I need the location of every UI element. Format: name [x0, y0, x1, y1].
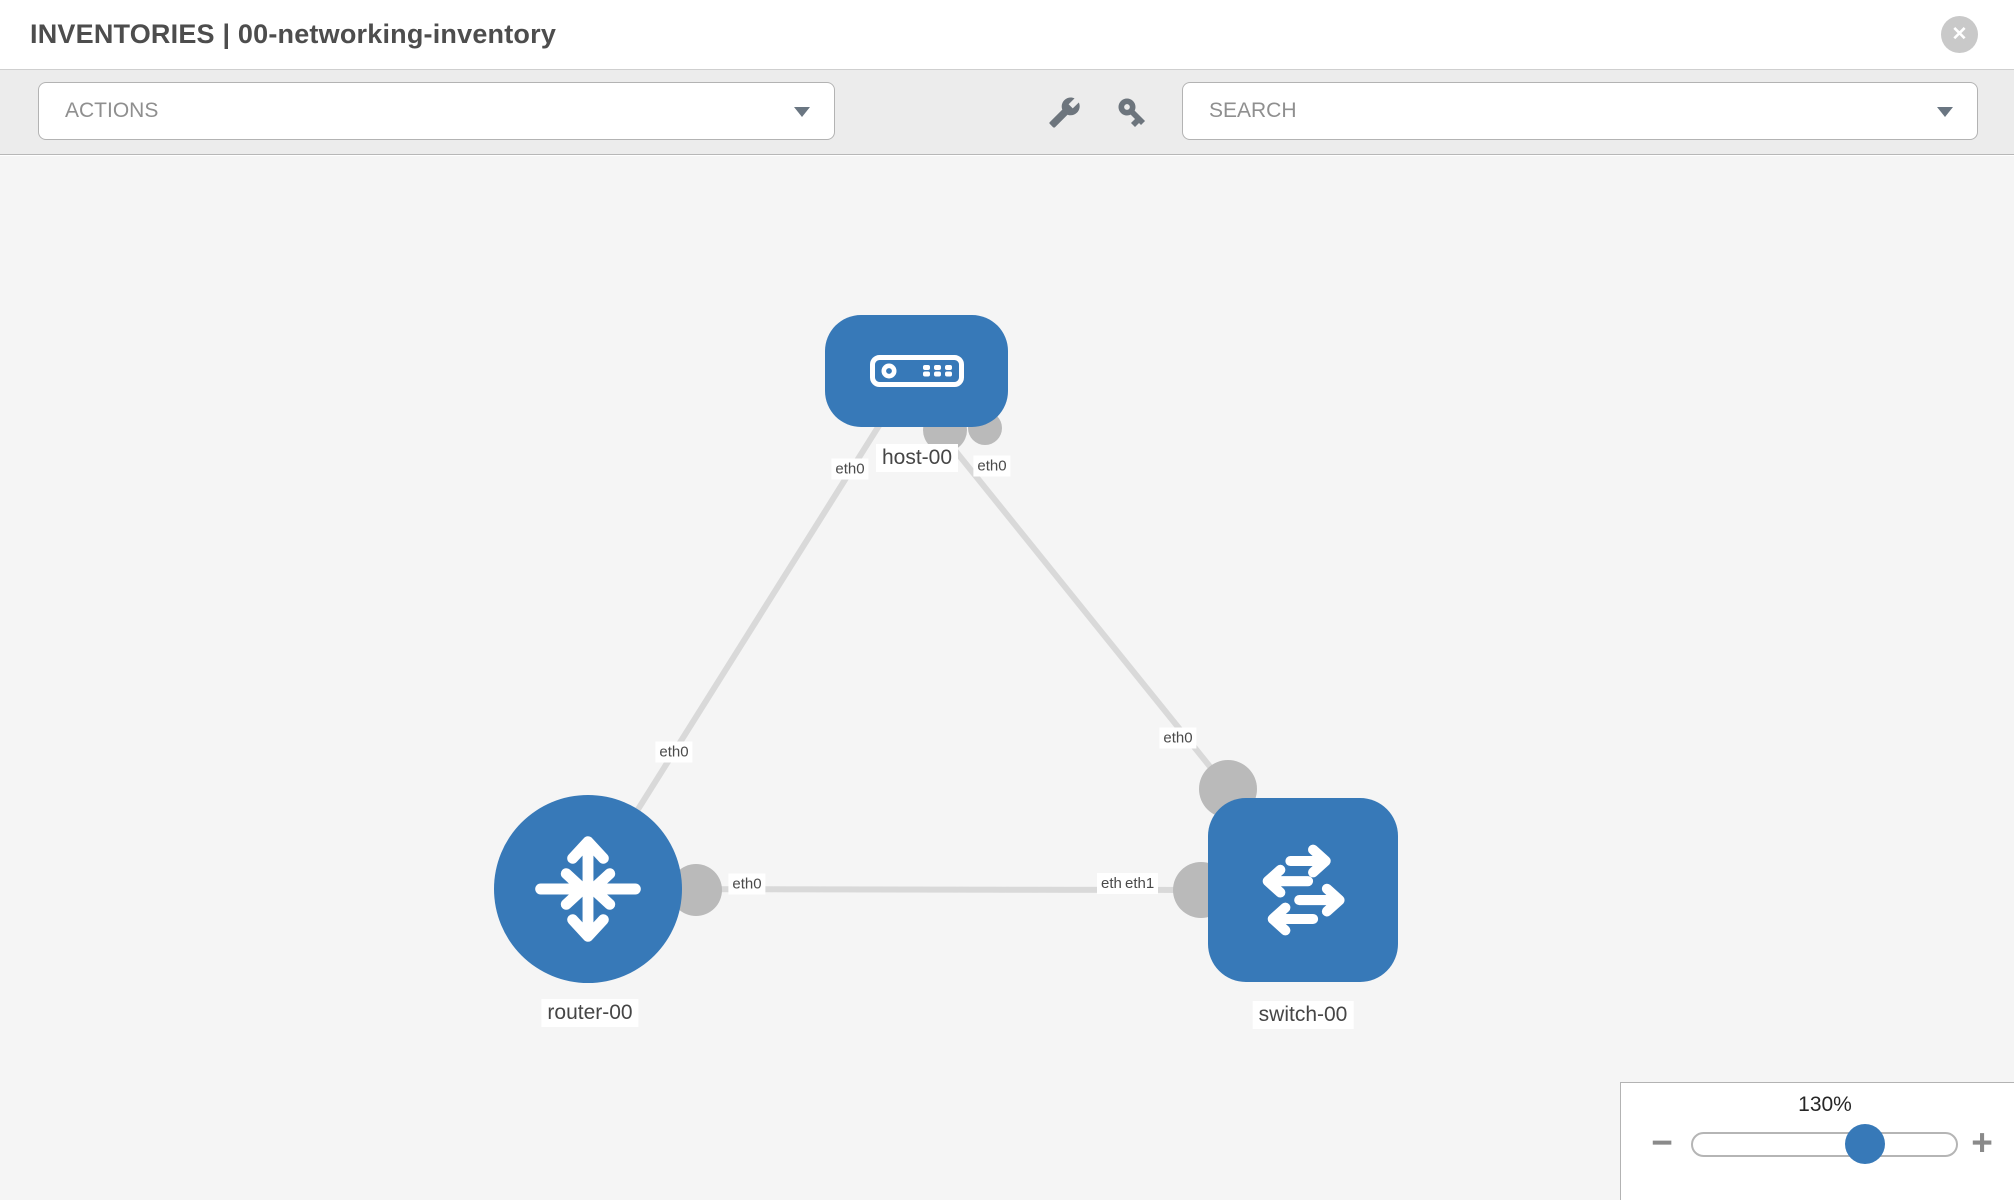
close-button[interactable]: ✕: [1941, 16, 1978, 53]
host-icon: [869, 355, 964, 387]
interface-label-host-eth0-to-router: eth0: [831, 458, 869, 480]
node-label-host-00: host-00: [875, 444, 959, 472]
router-icon: [535, 836, 641, 942]
zoom-in-button[interactable]: +: [1963, 1124, 2001, 1162]
zoom-slider-track[interactable]: [1691, 1132, 1958, 1157]
node-label-router-00: router-00: [541, 999, 639, 1027]
minus-icon: −: [1651, 1122, 1673, 1163]
chevron-down-icon: [1937, 107, 1953, 117]
wrench-icon: [1048, 97, 1080, 128]
zoom-panel: 130% − +: [1620, 1082, 2014, 1200]
interface-label-switch-eth1: eth1: [1121, 873, 1159, 894]
plus-icon: +: [1971, 1122, 1993, 1163]
node-label-switch-00: switch-00: [1252, 1001, 1354, 1029]
actions-dropdown[interactable]: ACTIONS: [38, 82, 835, 140]
switch-icon: [1262, 844, 1345, 936]
node-switch-00[interactable]: [1208, 798, 1398, 982]
interface-label-router-eth0-to-switch: eth0: [728, 873, 766, 895]
node-host-00[interactable]: [825, 315, 1008, 427]
interface-label-switch-eth0-to-host: eth0: [1159, 727, 1197, 749]
search-placeholder: SEARCH: [1209, 99, 1297, 122]
search-dropdown[interactable]: SEARCH: [1182, 82, 1978, 140]
page-title: INVENTORIES | 00-networking-inventory: [30, 19, 557, 49]
key-icon: [1118, 98, 1146, 128]
interface-dot-router-eth0: [670, 864, 722, 916]
topology-canvas[interactable]: host-00 router-00 switch-00 eth0 eth0 et…: [0, 156, 2014, 1200]
node-router-00[interactable]: [494, 795, 682, 983]
header: INVENTORIES | 00-networking-inventory ✕: [0, 0, 2014, 70]
toolbar: ACTIONS SEARCH: [0, 70, 2014, 155]
credentials-tool-button[interactable]: [1112, 92, 1152, 132]
zoom-slider-handle[interactable]: [1845, 1124, 1885, 1164]
configure-tool-button[interactable]: [1044, 92, 1084, 132]
chevron-down-icon: [794, 107, 810, 117]
zoom-level-value: 130%: [1798, 1093, 1852, 1116]
topology-links-layer: [585, 408, 1257, 918]
interface-label-host-eth0-to-switch: eth0: [973, 455, 1011, 477]
zoom-out-button[interactable]: −: [1643, 1124, 1681, 1162]
close-icon: ✕: [1951, 24, 1968, 45]
actions-dropdown-label: ACTIONS: [65, 99, 159, 122]
interface-label-router-eth0-to-host: eth0: [655, 741, 693, 763]
